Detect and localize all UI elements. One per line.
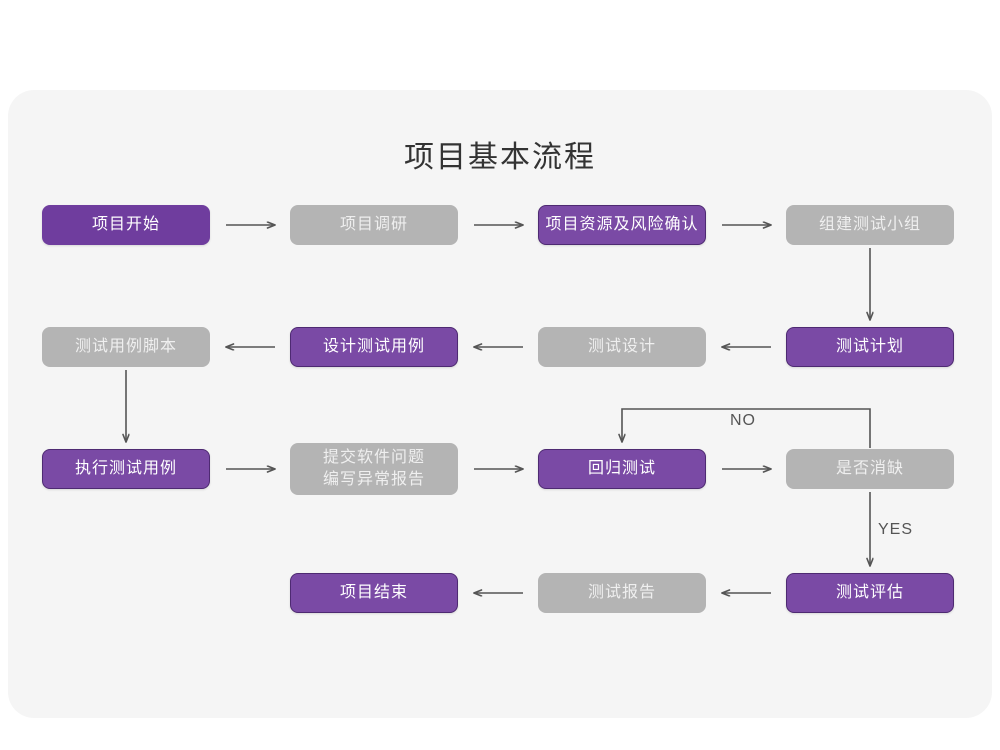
node-project-research[interactable]: 项目调研	[290, 205, 458, 245]
node-test-report[interactable]: 测试报告	[538, 573, 706, 613]
node-design-test-case[interactable]: 设计测试用例	[290, 327, 458, 367]
node-test-evaluation[interactable]: 测试评估	[786, 573, 954, 613]
node-defect-resolved[interactable]: 是否消缺	[786, 449, 954, 489]
node-test-case-script[interactable]: 测试用例脚本	[42, 327, 210, 367]
node-execute-test-case[interactable]: 执行测试用例	[42, 449, 210, 489]
page-title: 项目基本流程	[404, 141, 596, 174]
edge-label-yes: YES	[878, 521, 914, 538]
node-resource-risk-confirm[interactable]: 项目资源及风险确认	[538, 205, 706, 245]
node-form-test-team[interactable]: 组建测试小组	[786, 205, 954, 245]
node-project-start[interactable]: 项目开始	[42, 205, 210, 245]
node-regression-test[interactable]: 回归测试	[538, 449, 706, 489]
node-test-plan[interactable]: 测试计划	[786, 327, 954, 367]
node-project-end[interactable]: 项目结束	[290, 573, 458, 613]
node-test-design[interactable]: 测试设计	[538, 327, 706, 367]
node-submit-defect-report[interactable]: 提交软件问题 编写异常报告	[290, 443, 458, 495]
edge-label-no: NO	[730, 412, 756, 429]
flowchart-card	[8, 90, 992, 718]
